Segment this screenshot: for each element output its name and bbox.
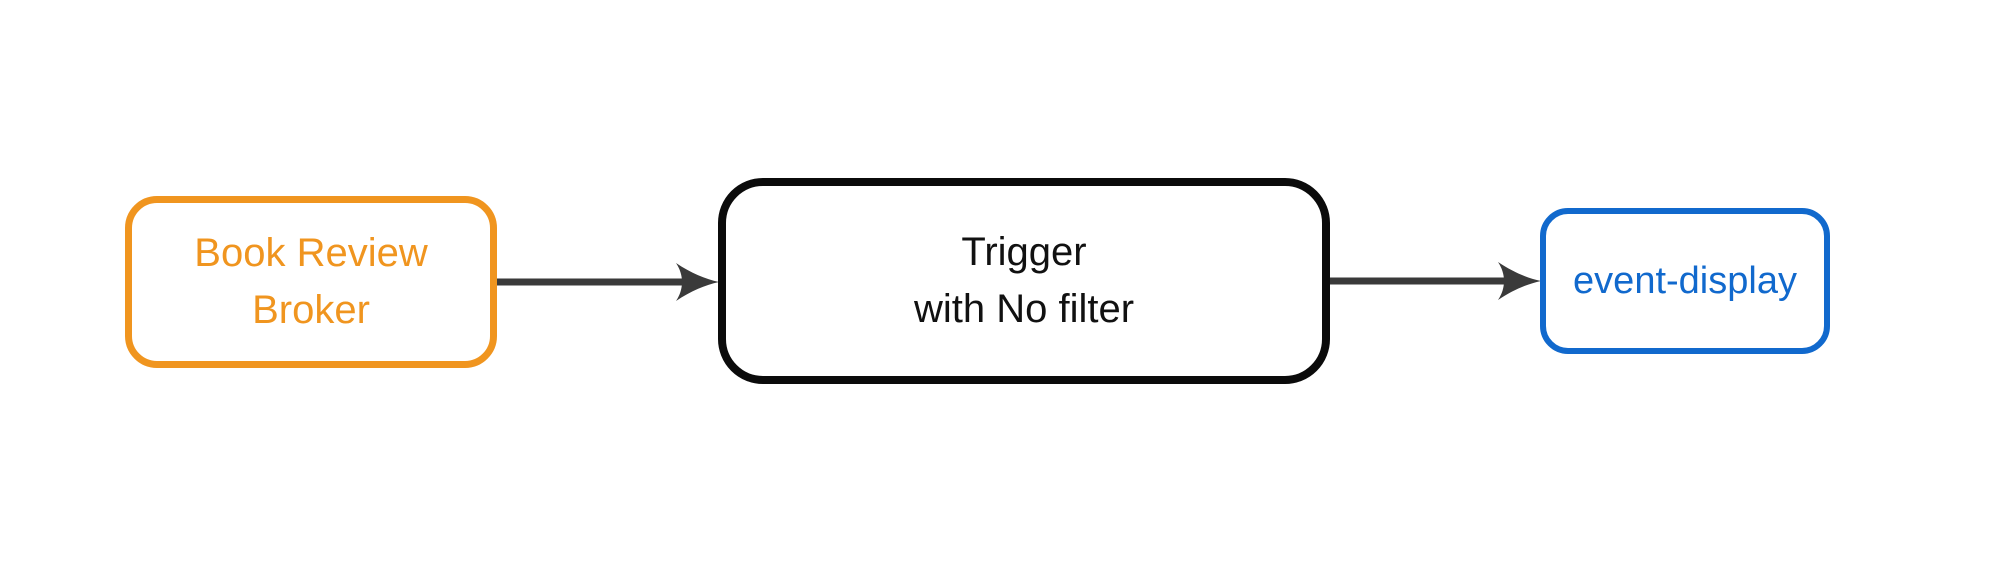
node-event-display: event-display: [1540, 208, 1830, 354]
node-label-line: event-display: [1573, 260, 1797, 302]
node-label-line: Book Review: [194, 231, 428, 275]
node-trigger-with-no-filter: Trigger with No filter: [718, 178, 1330, 384]
node-label-line: with No filter: [913, 287, 1135, 331]
node-book-review-broker: Book Review Broker: [125, 196, 497, 368]
edge-trigger-to-event-display: [1330, 262, 1541, 300]
arrowhead-icon: [676, 263, 719, 301]
node-label-line: Trigger: [961, 230, 1087, 274]
arrowhead-icon: [1498, 262, 1541, 300]
node-label-line: Broker: [252, 288, 370, 332]
edge-broker-to-trigger: [497, 263, 719, 301]
